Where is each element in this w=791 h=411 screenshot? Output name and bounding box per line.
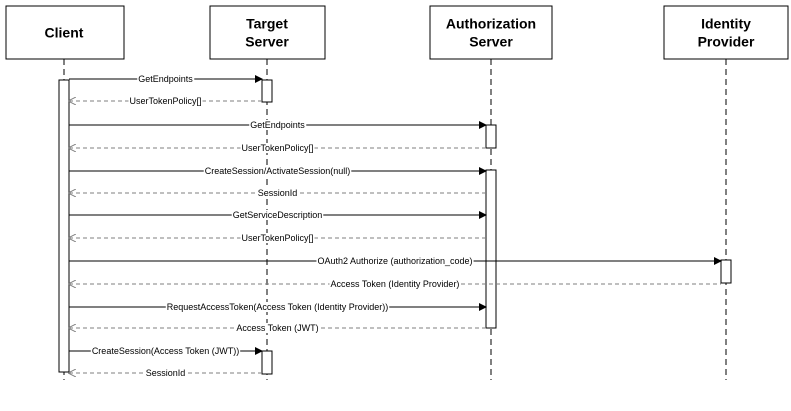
message-label: Access Token (JWT) — [236, 323, 318, 333]
message-label: UserTokenPolicy[] — [129, 96, 201, 106]
message-label: CreateSession(Access Token (JWT)) — [92, 346, 239, 356]
participant-label: Client — [45, 25, 84, 41]
participant-label: Server — [469, 34, 513, 50]
message-label-background — [240, 233, 315, 243]
message-label-background — [137, 74, 195, 84]
activation-bar-target — [261, 79, 273, 103]
participant-label: Authorization — [446, 16, 536, 32]
message-label: OAuth2 Authorize (authorization_code) — [317, 256, 472, 266]
message-label: RequestAccessToken(Access Token (Identit… — [167, 302, 388, 312]
call-message: CreateSession(Access Token (JWT)) — [69, 346, 263, 356]
call-message: RequestAccessToken(Access Token (Identit… — [69, 302, 487, 312]
participant-label: Server — [245, 34, 289, 50]
participant-box — [209, 5, 326, 60]
return-message: UserTokenPolicy[] — [69, 143, 486, 153]
message-label-background — [128, 96, 203, 106]
message-label-background — [316, 256, 474, 266]
return-message: SessionId — [69, 188, 486, 198]
participant-box — [5, 5, 125, 60]
call-message: OAuth2 Authorize (authorization_code) — [69, 256, 722, 266]
return-message: UserTokenPolicy[] — [69, 96, 262, 106]
message-label: GetEndpoints — [250, 120, 305, 130]
message-label: UserTokenPolicy[] — [241, 233, 313, 243]
message-label: GetServiceDescription — [233, 210, 323, 220]
message-label-background — [144, 368, 187, 378]
message-label: CreateSession/ActivateSession(null) — [205, 166, 351, 176]
message-label: SessionId — [146, 368, 186, 378]
message-label-background — [165, 302, 390, 312]
message-label-background — [231, 210, 324, 220]
activation-bar-target — [261, 350, 273, 375]
activation-bar-idp — [720, 259, 732, 284]
call-message: GetEndpoints — [69, 120, 487, 130]
message-label: SessionId — [258, 188, 298, 198]
message-label-background — [249, 120, 307, 130]
message-label-background — [256, 188, 299, 198]
activation-bar-auth — [485, 169, 497, 329]
return-message: Access Token (JWT) — [69, 323, 486, 333]
call-message: GetEndpoints — [69, 74, 263, 84]
message-label-background — [240, 143, 315, 153]
participant-box — [663, 5, 789, 60]
participant-client: Client — [5, 5, 125, 60]
participant-label: Target — [246, 16, 288, 32]
call-message: GetServiceDescription — [69, 210, 487, 220]
return-message: UserTokenPolicy[] — [69, 233, 486, 243]
message-label-background — [203, 166, 352, 176]
participant-label: Identity — [701, 16, 751, 32]
return-message: Access Token (Identity Provider) — [69, 279, 721, 289]
message-label-background — [235, 323, 320, 333]
activation-bar-client — [58, 79, 70, 373]
message-label: UserTokenPolicy[] — [241, 143, 313, 153]
participant-label: Provider — [698, 34, 755, 50]
message-label: Access Token (Identity Provider) — [331, 279, 460, 289]
participant-box — [429, 5, 553, 60]
message-label-background — [329, 279, 461, 289]
message-label-background — [90, 346, 241, 356]
message-label: GetEndpoints — [138, 74, 193, 84]
return-message: SessionId — [69, 368, 262, 378]
activation-bar-auth — [485, 124, 497, 149]
call-message: CreateSession/ActivateSession(null) — [69, 166, 487, 176]
